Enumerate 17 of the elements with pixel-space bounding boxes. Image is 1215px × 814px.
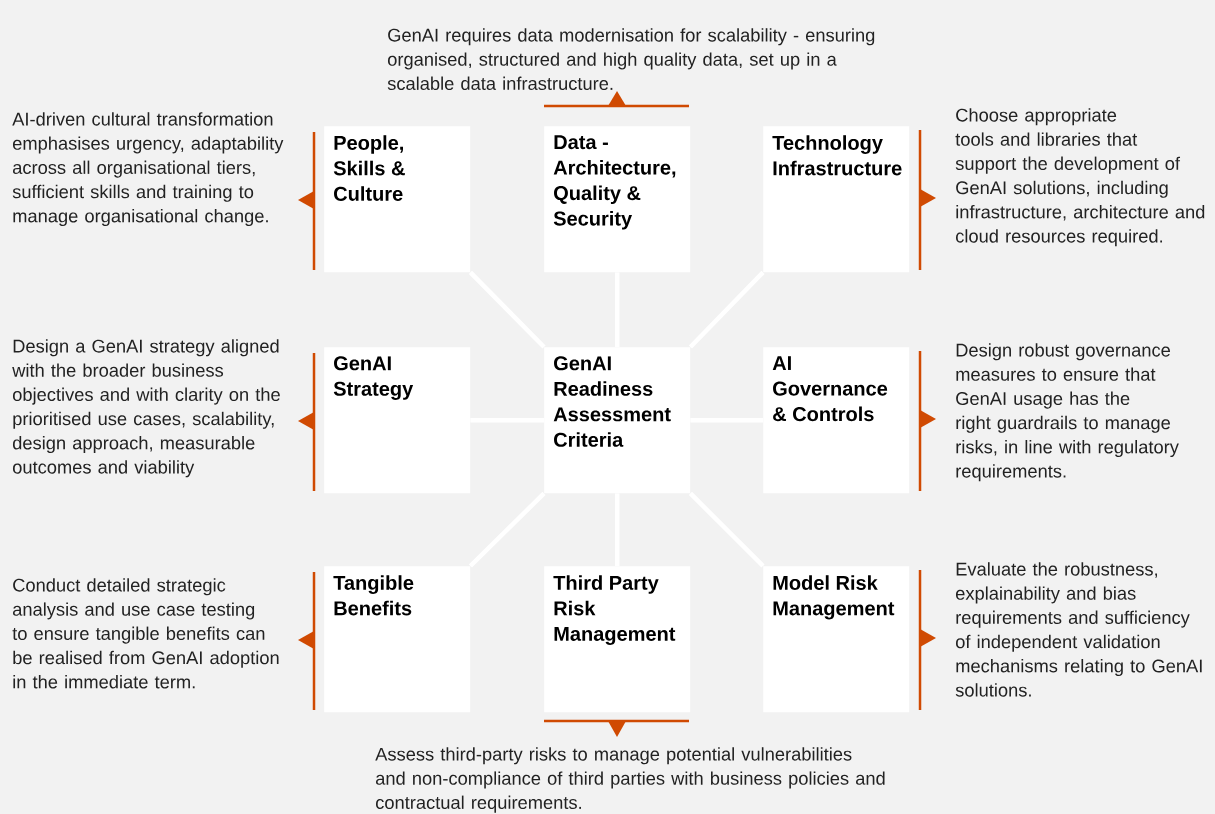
description-text: AI-driven cultural transformation emphasises urgency, adaptability across all organisational tiers, sufficient skills and training to manage organisational change. bbox=[12, 112, 284, 227]
criterion-box: AI Governance & Controls bbox=[763, 347, 910, 494]
description-text: Design a GenAI strategy aligned with the broader business objectives and with clarity on the prioritised use cases, scalability, design approach, measurable outcomes and viability bbox=[12, 339, 280, 478]
description-text: Conduct detailed strategic analysis and use case testing to ensure tangible benefits can be realised from GenAI adoption in the immediate term. bbox=[12, 578, 279, 689]
criterion-box: Data - Architecture, Quality & Security bbox=[544, 126, 691, 273]
criterion-box: GenAI Strategy bbox=[324, 347, 471, 494]
criterion-box: People, Skills & Culture bbox=[324, 126, 471, 273]
description-text: Choose appropriate tools and libraries that support the development of GenAI solutions, including infrastructure, architecture and cloud resources required. bbox=[955, 108, 1205, 247]
description-text: Assess third-party risks to manage potential vulnerabilities and non-compliance of third parties with business policies and contractual requirements. bbox=[375, 747, 885, 813]
criterion-box: Tangible Benefits bbox=[324, 566, 471, 713]
criterion-box: Model Risk Management bbox=[763, 566, 910, 713]
description-text: GenAI requires data modernisation for scalability - ensuring organised, structured and high quality data, set up in a scalable data infrastructure. bbox=[387, 28, 875, 91]
criterion-box: GenAI Readiness Assessment Criteria bbox=[544, 347, 691, 494]
criterion-box: Technology Infrastructure bbox=[763, 126, 910, 273]
description-text: Design robust governance measures to ensure that GenAI usage has the right guardrails to manage risks, in line with regulatory requirements. bbox=[956, 343, 1179, 482]
criterion-box: Third Party Risk Management bbox=[544, 566, 691, 713]
description-text: Evaluate the robustness, explainability and bias requirements and sufficiency of independent validation mechanisms relating to GenAI solutions. bbox=[955, 562, 1202, 697]
